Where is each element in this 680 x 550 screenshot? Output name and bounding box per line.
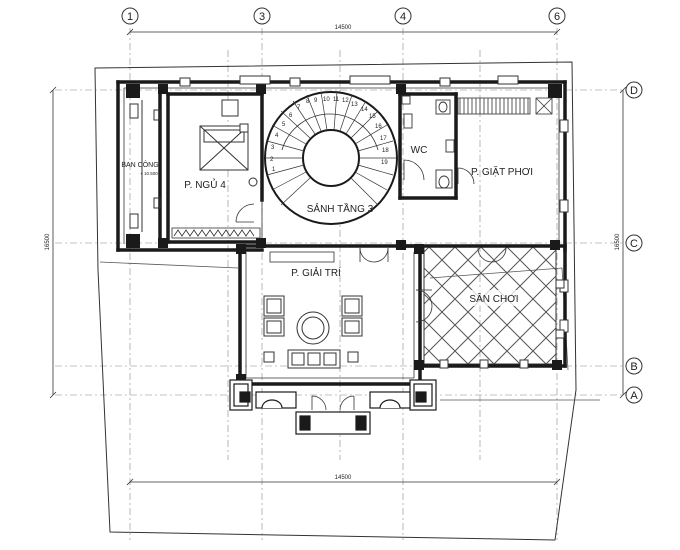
stair-step-number: 7 (297, 105, 301, 111)
stair-step-number: 1 (272, 167, 276, 173)
stair-step-number: 13 (351, 102, 358, 108)
grid-bubble-4: 4 (394, 7, 412, 25)
tv-cabinet (269, 251, 335, 263)
dimension-lines (49, 28, 627, 486)
grid-label: C (630, 238, 638, 250)
walls (116, 80, 567, 386)
grid-bubble-3: 3 (253, 7, 271, 25)
spiral-stair (264, 91, 398, 225)
stair-step-number: 12 (342, 98, 349, 104)
side-door (415, 289, 433, 323)
stair-step-number: 10 (323, 97, 330, 103)
stair-step-number: 5 (282, 122, 286, 128)
play-yard-door (477, 247, 507, 263)
columns (126, 84, 562, 384)
grid-label: A (630, 390, 638, 402)
balcony-level: + 10.500 (140, 171, 158, 176)
grid-bubble-1: 1 (121, 7, 139, 25)
stair-step-number: 16 (375, 124, 382, 130)
lounge-furniture (263, 295, 363, 369)
grid-label: 1 (127, 11, 133, 23)
grid-bubble-d: D (625, 81, 643, 99)
laundry-door (457, 167, 475, 185)
grid-bubble-6: 6 (548, 7, 566, 25)
site-boundary (94, 61, 577, 541)
wc-fixtures (401, 95, 455, 189)
laundry-label: P. GIẶT PHƠI (471, 165, 533, 178)
stair-step-number: 15 (369, 114, 376, 120)
stair-step-number: 14 (361, 107, 368, 113)
grid-label: 6 (554, 11, 560, 23)
play-yard-rail (439, 279, 565, 369)
double-door-hall (359, 247, 389, 263)
dimension-left: 16500 (45, 233, 51, 250)
bed (199, 123, 249, 171)
grid-label: B (630, 361, 637, 373)
stair-step-number: 3 (271, 145, 275, 151)
grid-bubble-b: B (625, 357, 643, 375)
stair-step-number: 11 (333, 97, 340, 103)
stair-step-number: 9 (314, 98, 318, 104)
play-yard-label: SÂN CHƠI (469, 292, 518, 305)
grid-label: 3 (259, 11, 265, 23)
entrance-porch (229, 379, 437, 435)
grid-bubble-a: A (625, 386, 643, 404)
bedroom-label: P. NGỦ 4 (184, 178, 226, 191)
wall-inner-lines (123, 87, 560, 379)
stair-step-number: 4 (275, 133, 279, 139)
wc-door (403, 159, 425, 181)
grid-bubbles-right: D C B A (625, 81, 643, 404)
hall-label: SẢNH TẦNG 3 (307, 202, 374, 215)
entrance-door (311, 395, 355, 411)
play-yard-label-backing (465, 290, 523, 306)
dimension-bottom: 14500 (335, 475, 352, 481)
laundry-rack (457, 97, 553, 115)
stair-step-numbers: 1 2 3 4 5 6 7 8 9 10 11 12 13 14 15 16 1… (270, 97, 389, 173)
stair-step-number: 8 (306, 99, 310, 105)
stair-step-number: 17 (380, 136, 387, 142)
wardrobe (171, 227, 261, 239)
grid-bubbles-top: 1 3 4 6 (121, 7, 566, 25)
bedroom-door (235, 203, 255, 223)
stair-step-number: 18 (382, 148, 389, 154)
balcony-label: BAN CÔNG (121, 160, 158, 169)
wc-label: WC (411, 145, 428, 156)
grid-label: 4 (400, 11, 406, 23)
dimension-top: 14500 (335, 25, 352, 31)
grid-bubble-c: C (625, 234, 643, 252)
dimension-right: 16500 (615, 233, 621, 250)
stair-step-number: 6 (289, 113, 293, 119)
entertainment-label: P. GIẢI TRÍ (291, 266, 341, 279)
grid-label: D (630, 85, 638, 97)
balcony-rail (129, 100, 161, 232)
desk-chair (221, 99, 258, 187)
stair-step-number: 2 (270, 157, 274, 163)
stair-step-number: 19 (381, 160, 388, 166)
